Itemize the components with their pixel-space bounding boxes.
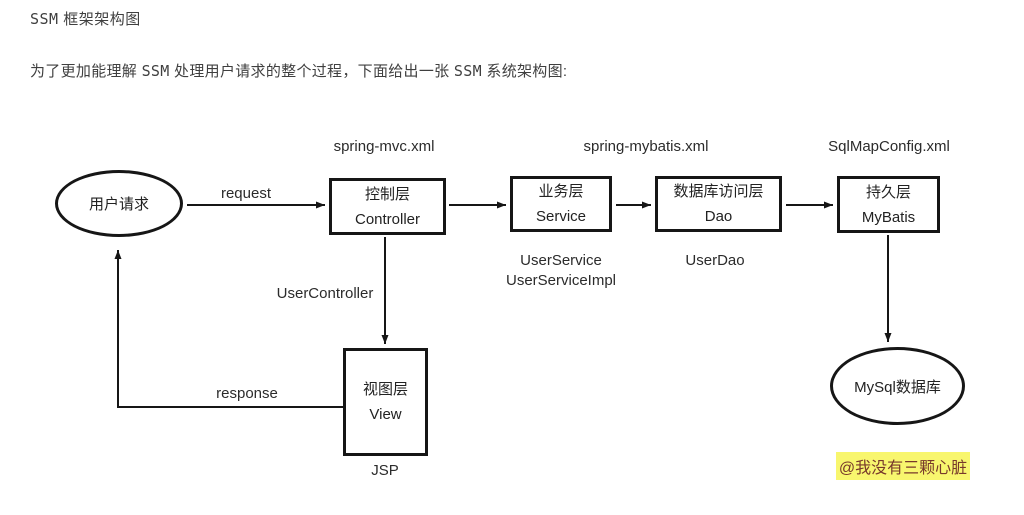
watermark-badge: @我没有三颗心脏 — [836, 452, 970, 480]
intro-code: SSM — [141, 62, 170, 80]
node-mybatis-en: MyBatis — [861, 208, 916, 226]
node-controller-en: Controller — [354, 210, 421, 228]
arrow-response — [114, 250, 343, 408]
intro-code: SSM — [453, 62, 482, 80]
node-mysql-database: MySql数据库 — [830, 347, 965, 425]
node-dao-en: Dao — [704, 208, 733, 225]
node-user-request: 用户请求 — [55, 170, 183, 237]
node-mybatis-cn: 持久层 — [865, 183, 911, 201]
config-label-sqlmapconfig: SqlMapConfig.xml — [828, 138, 950, 155]
node-service: 业务层 Service — [510, 176, 612, 232]
annotation-jsp: JSP — [371, 462, 399, 479]
page-title: SSM 框架架构图 — [30, 8, 141, 29]
intro-part: 系统架构图: — [481, 63, 568, 80]
intro-part: 处理用户请求的整个过程，下面给出一张 — [169, 63, 454, 80]
config-label-spring-mvc: spring-mvc.xml — [333, 138, 435, 155]
node-view-en: View — [369, 406, 402, 423]
node-controller: 控制层 Controller — [329, 178, 446, 235]
node-service-cn: 业务层 — [538, 183, 584, 200]
annotation-userservice-line1: UserService — [520, 252, 602, 269]
node-view: 视图层 View — [343, 348, 428, 456]
intro-part: 为了更加能理解 — [30, 63, 142, 80]
node-dao: 数据库访问层 Dao — [655, 176, 782, 232]
annotation-userdao: UserDao — [685, 252, 745, 269]
node-mybatis: 持久层 MyBatis — [837, 176, 940, 233]
node-mysql-label: MySql数据库 — [854, 378, 941, 396]
node-user-request-label: 用户请求 — [88, 196, 149, 213]
node-controller-cn: 控制层 — [364, 185, 410, 203]
edge-label-response: response — [216, 385, 278, 402]
annotation-userservice-line2: UserServiceImpl — [505, 272, 617, 289]
intro-text: 为了更加能理解 SSM 处理用户请求的整个过程，下面给出一张 SSM 系统架构图… — [30, 60, 567, 81]
edge-label-request: request — [220, 185, 272, 202]
node-view-cn: 视图层 — [362, 381, 408, 398]
node-dao-cn: 数据库访问层 — [673, 183, 764, 200]
page-title-code: SSM — [30, 10, 59, 28]
node-service-en: Service — [535, 208, 587, 225]
config-label-spring-mybatis: spring-mybatis.xml — [583, 138, 709, 155]
annotation-userservice: UserService UserServiceImpl — [496, 251, 626, 291]
page-title-text: 框架架构图 — [58, 11, 141, 28]
edge-label-usercontroller: UserController — [276, 285, 374, 302]
